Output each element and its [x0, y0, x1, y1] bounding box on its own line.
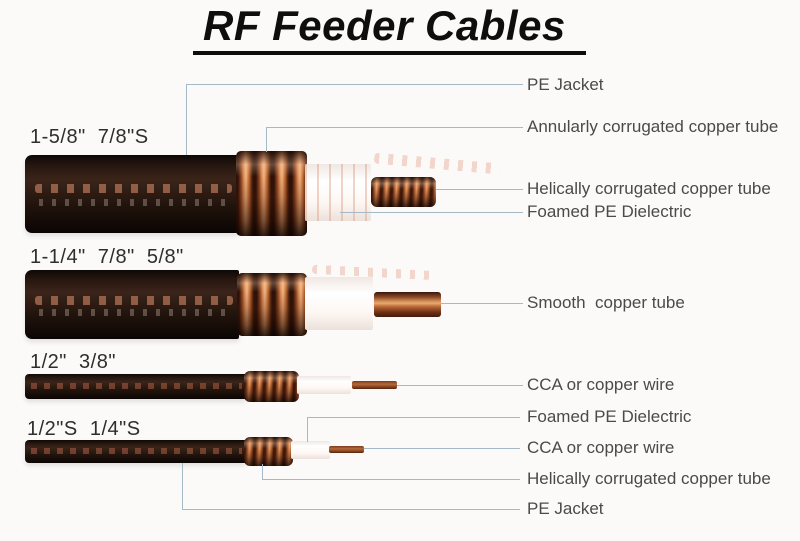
- annotation-pe-jacket-bottom: PE Jacket: [527, 499, 604, 518]
- cable2-corrugated-copper-tube: [237, 273, 307, 336]
- cable4-pe-jacket: [25, 440, 246, 463]
- leader-line-helical-top: [436, 189, 523, 190]
- annotation-cca-wire-2: CCA or copper wire: [527, 438, 675, 457]
- leader-line-annular-vertical: [266, 127, 267, 152]
- cable2-foamed-pe-dielectric: [305, 277, 373, 330]
- cable3-foamed-pe-dielectric: [297, 376, 351, 394]
- leader-line-pe-jacket-bottom-vertical: [182, 463, 183, 509]
- cable4-size-label: 1/2"S 1/4"S: [27, 418, 141, 440]
- cable2-size-label: 1-1/4" 7/8" 5/8": [30, 246, 184, 268]
- leader-line-annular-horizontal: [266, 127, 523, 128]
- leader-line-pe-jacket-bottom-horizontal: [182, 509, 520, 510]
- cable3-size-label: 1/2" 3/8": [30, 351, 116, 373]
- cable4-foamed-pe-dielectric: [291, 441, 330, 459]
- cable1-annularly-corrugated-copper-tube: [236, 151, 307, 236]
- cable1-size-label: 1-5/8" 7/8"S: [30, 126, 149, 148]
- leader-line-pe-jacket-top-vertical: [186, 84, 187, 155]
- leader-line-foamed-pe-bottom-vertical: [307, 417, 308, 442]
- leader-line-cca-wire-2: [364, 448, 520, 449]
- leader-line-pe-jacket-top-horizontal: [186, 84, 523, 85]
- cable3-pe-jacket: [25, 374, 246, 399]
- annotation-foamed-pe-top: Foamed PE Dielectric: [527, 202, 692, 221]
- leader-line-foamed-pe-bottom-horizontal: [307, 417, 520, 418]
- annotation-pe-jacket-top: PE Jacket: [527, 75, 604, 94]
- annotation-smooth-copper-tube: Smooth copper tube: [527, 293, 685, 312]
- cable2-smooth-copper-tube: [374, 292, 441, 317]
- annotation-helically-corrugated-bottom: Helically corrugated copper tube: [527, 469, 771, 488]
- cable3-cca-or-copper-wire: [352, 381, 397, 389]
- leader-line-cca-wire-1: [397, 385, 523, 386]
- cable1-pe-jacket: [25, 155, 238, 233]
- cable1-foamed-pe-dielectric: [305, 164, 371, 221]
- leader-line-helical-bottom-horizontal: [262, 479, 520, 480]
- annotation-helically-corrugated-top: Helically corrugated copper tube: [527, 179, 771, 198]
- cable1-helically-corrugated-copper-tube: [371, 177, 436, 207]
- cable2-pe-jacket: [25, 270, 239, 339]
- leader-line-foamed-pe-top: [340, 212, 523, 213]
- annotation-cca-wire-1: CCA or copper wire: [527, 375, 675, 394]
- cable3-helically-corrugated-copper-tube: [244, 371, 299, 402]
- annotation-foamed-pe-bottom: Foamed PE Dielectric: [527, 407, 692, 426]
- cable4-helically-corrugated-copper-tube: [244, 437, 293, 466]
- leader-line-smooth-tube: [441, 303, 523, 304]
- leader-line-helical-bottom-vertical: [262, 464, 263, 479]
- page-title: RF Feeder Cables: [193, 2, 586, 55]
- annotation-annularly-corrugated: Annularly corrugated copper tube: [527, 117, 779, 136]
- cable4-cca-or-copper-wire: [329, 446, 364, 453]
- cable1-dielectric-spiral-trail: [373, 152, 501, 175]
